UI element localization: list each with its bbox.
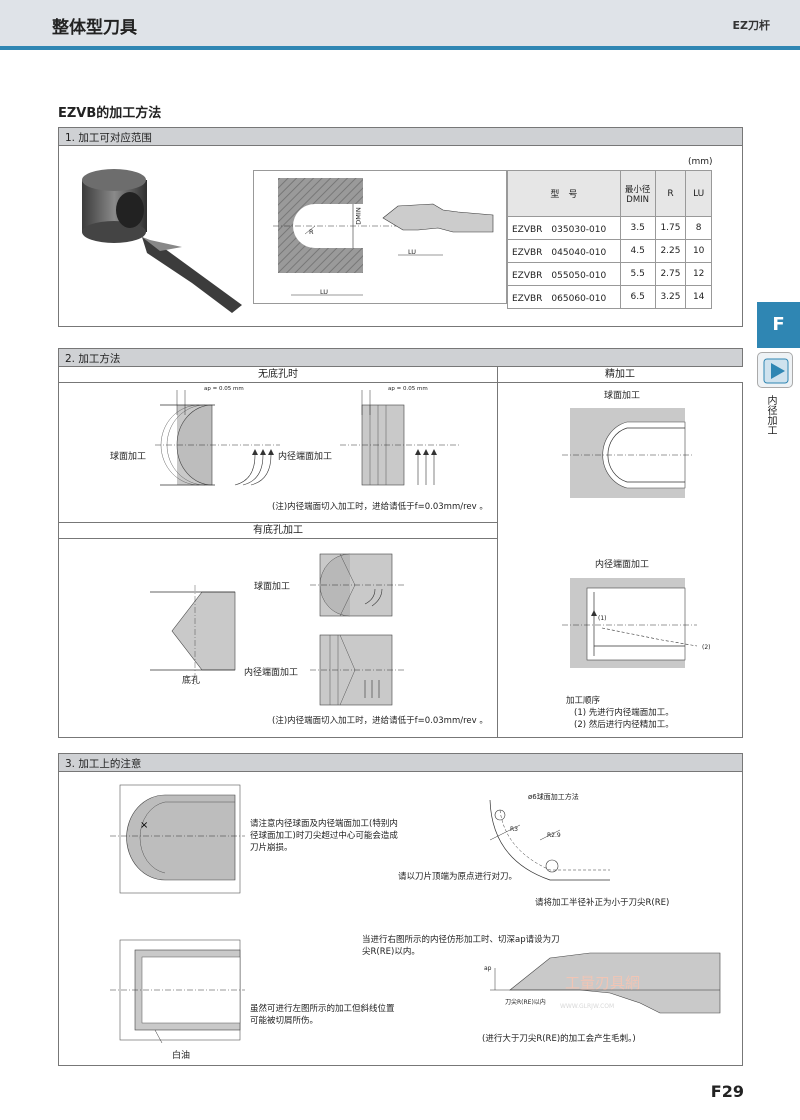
cell-lu: 10 <box>685 239 712 263</box>
cell-lu: 14 <box>685 285 712 309</box>
order-title: 加工顺序 <box>566 696 601 706</box>
re-label: 刀尖R(RE)以内 <box>505 999 546 1006</box>
spec-table-header: 型 号 最小径 DMIN R LU <box>507 170 712 217</box>
cell-model: EZVBR 055050-010 <box>507 262 621 286</box>
ap-label-end: ap = 0.05 mm <box>388 386 428 392</box>
finish-end-diagram <box>562 578 698 668</box>
header-category: EZ刀杆 <box>732 19 771 32</box>
finish-ball-label: 球面加工 <box>604 391 641 401</box>
phi6-title: ø6球面加工方法 <box>528 793 579 801</box>
bottom-hole-label: 底孔 <box>182 676 201 686</box>
table-row: EZVBR 065060-010 6.5 3.25 14 <box>507 285 712 309</box>
cell-r: 2.25 <box>654 239 687 263</box>
end-face-diagram <box>340 390 460 486</box>
caution-note-b: 请以刀片顶端为原点进行对刀。 <box>398 872 518 882</box>
side-tab-label: 内径加工 <box>765 395 776 435</box>
spec-table: 型 号 最小径 DMIN R LU EZVBR 035030-010 3.5 1… <box>507 170 712 309</box>
header-accent-line <box>0 46 800 50</box>
bottom-hole-diagram <box>150 585 236 685</box>
ball-machining-diagram <box>155 390 280 486</box>
bottom-ball-label: 球面加工 <box>254 582 291 592</box>
caution-note-f: (进行大于刀尖R(RE)的加工会产生毛刺。) <box>482 1034 636 1044</box>
cell-dmin: 3.5 <box>619 216 656 240</box>
r29-label: R2.9 <box>547 832 561 839</box>
cell-lu: 12 <box>685 262 712 286</box>
dmin-label: DMIN <box>354 207 363 225</box>
tool-product-image <box>82 169 242 313</box>
header-lu: LU <box>685 170 712 217</box>
page-number: F29 <box>710 1082 744 1101</box>
step-1-label: (1) <box>598 615 607 622</box>
white-oil-label: 白油 <box>172 1051 191 1061</box>
watermark: 工量刃具網 <box>565 974 641 992</box>
cell-lu: 8 <box>685 216 712 240</box>
finish-head: 精加工 <box>497 367 743 383</box>
page-header <box>0 0 800 46</box>
header-r: R <box>654 170 687 217</box>
cell-model: EZVBR 065060-010 <box>507 285 621 309</box>
bottom-ball-diagram <box>310 553 405 617</box>
header-dmin: 最小径 DMIN <box>619 170 656 217</box>
cell-model: EZVBR 045040-010 <box>507 239 621 263</box>
bottom-hole-head: 有底孔加工 <box>59 523 497 539</box>
watermark-url: WWW.GLRJW.COM <box>560 1003 615 1010</box>
header-model: 型 号 <box>507 170 621 217</box>
lu-label-tool: LU <box>408 248 417 256</box>
ap-label: ap <box>484 965 492 972</box>
finish-ball-diagram <box>562 408 692 498</box>
caution-note-e: 当进行右图所示的内径仿形加工时、切深ap请设为刀尖R(RE)以内。 <box>362 935 560 957</box>
step-2-label: (2) <box>702 644 711 651</box>
caution-note-d: 虽然可进行左图所示的加工但斜线位置可能被切屑所伤。 <box>250 1004 395 1026</box>
profiling-diagram <box>490 952 721 1014</box>
table-row: EZVBR 035030-010 3.5 1.75 8 <box>507 216 712 240</box>
section-method-title: 2. 加工方法 <box>59 349 742 367</box>
ball-label: 球面加工 <box>110 452 147 462</box>
caution-note-a: 请注意内径球面及内径端面加工(特别内径球面加工)时刀尖超过中心可能会造成刀片崩损… <box>250 819 398 853</box>
feed-note-2: (注)内径端面切入加工时，进给请低于f=0.03mm/rev 。 <box>272 716 488 726</box>
finish-end-label: 内径端面加工 <box>595 560 650 570</box>
cell-model: EZVBR 035030-010 <box>507 216 621 240</box>
dimension-drawing-frame <box>253 170 507 304</box>
cell-dmin: 5.5 <box>619 262 656 286</box>
lu-label-bore: LU <box>320 288 329 296</box>
table-row: EZVBR 055050-010 5.5 2.75 12 <box>507 262 712 286</box>
cell-dmin: 4.5 <box>619 239 656 263</box>
cell-r: 1.75 <box>654 216 687 240</box>
svg-text:×: × <box>140 820 148 831</box>
order-step-1: (1) 先进行内径端面加工。 <box>574 708 674 718</box>
bottom-end-label: 内径端面加工 <box>244 668 299 678</box>
ap-label-ball: ap = 0.05 mm <box>204 386 244 392</box>
order-step-2: (2) 然后进行内径精加工。 <box>574 720 674 730</box>
caution-note-c: 请将加工半径补正为小于刀尖R(RE) <box>535 898 670 908</box>
cell-dmin: 6.5 <box>619 285 656 309</box>
feed-note-1: (注)内径端面切入加工时，进给请低于f=0.03mm/rev 。 <box>272 502 488 512</box>
section-caution-title: 3. 加工上的注意 <box>59 754 742 772</box>
play-triangle-icon <box>757 352 793 388</box>
no-bottom-hole-head: 无底孔时 <box>59 367 497 383</box>
chip-damage-diagram <box>110 939 245 1044</box>
table-row: EZVBR 045040-010 4.5 2.25 10 <box>507 239 712 263</box>
cell-r: 2.75 <box>654 262 687 286</box>
unit-label: (mm) <box>688 157 713 167</box>
side-tab-letter[interactable]: F <box>757 302 800 348</box>
header-title: 整体型刀具 <box>52 18 137 38</box>
cell-r: 3.25 <box>654 285 687 309</box>
r3-label: R3 <box>510 826 518 833</box>
page-title: EZVB的加工方法 <box>58 106 162 121</box>
dimension-drawing <box>273 178 494 296</box>
phi6-method-diagram <box>489 799 610 881</box>
bottom-end-diagram <box>310 634 405 706</box>
r-label: R <box>309 228 314 236</box>
center-overshoot-diagram: × <box>110 784 245 894</box>
section-range-title: 1. 加工可对应范围 <box>59 128 742 146</box>
end-face-label: 内径端面加工 <box>278 452 333 462</box>
